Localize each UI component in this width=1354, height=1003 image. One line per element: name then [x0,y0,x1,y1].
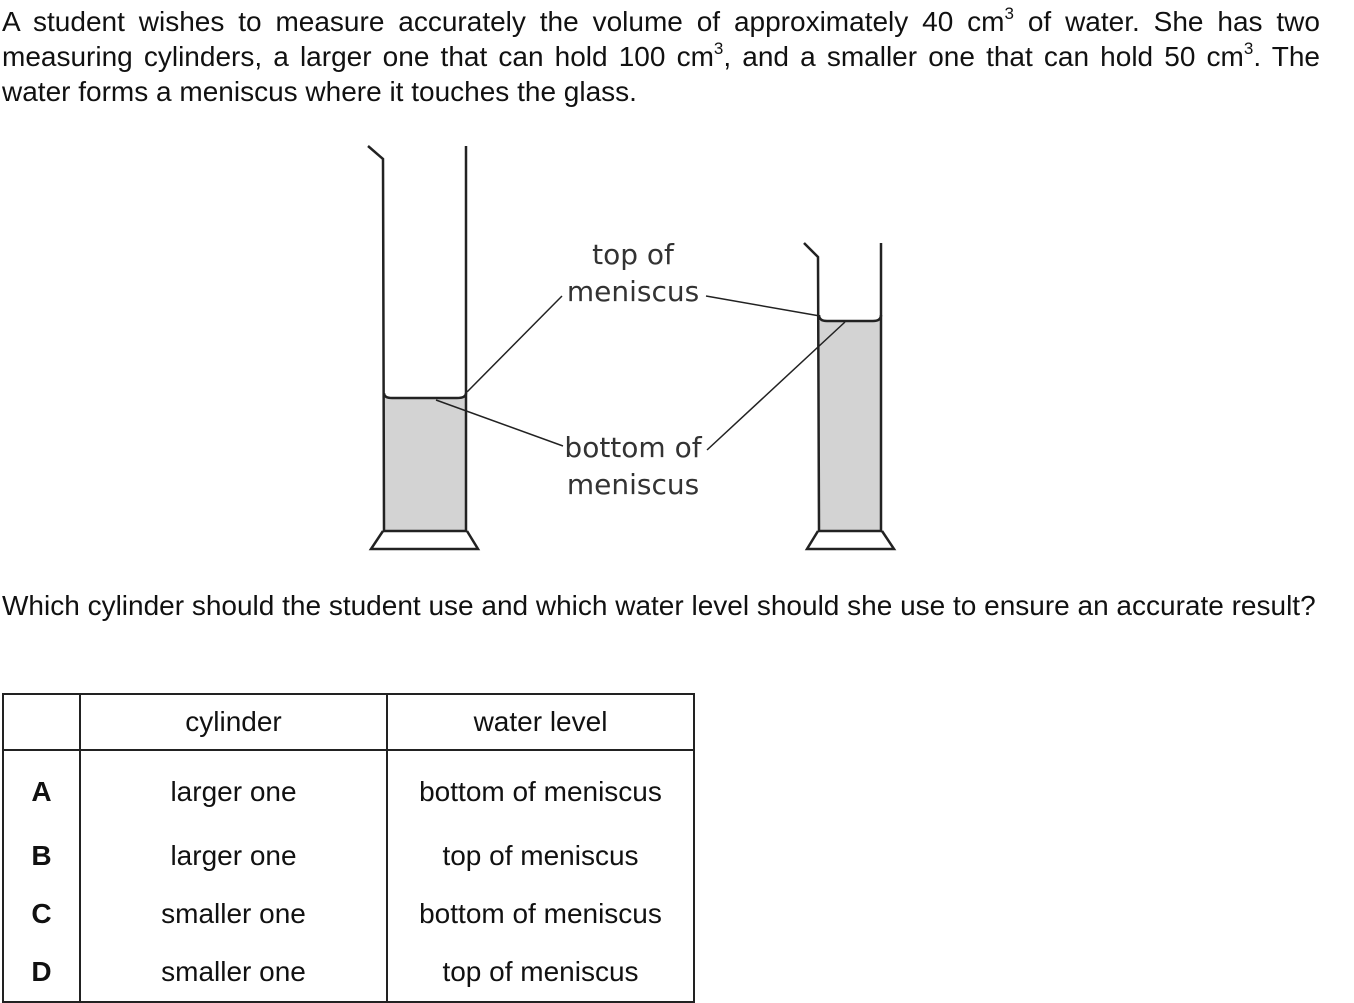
option-cylinder: larger one [79,750,388,827]
larger-cylinder-meniscus [382,392,468,400]
intro-text-3: , and a smaller one that can hold 50 cm [723,41,1244,72]
label-top-of-meniscus-line2: meniscus [567,275,699,308]
smaller-cylinder-meniscus [817,314,883,323]
answer-table: cylinder water level A larger one bottom… [2,693,695,1003]
table-row[interactable]: C smaller one bottom of meniscus [2,885,695,943]
leader-lines [435,295,846,451]
larger-cylinder [367,145,481,551]
smaller-cylinder-water [819,321,881,531]
label-top-of-meniscus-line1: top of [592,238,675,271]
question-text: Which cylinder should the student use an… [2,590,1316,621]
smaller-cylinder-base [804,530,897,551]
larger-cylinder-wall-left [367,145,386,532]
superscript-3: 3 [1004,3,1014,23]
option-letter[interactable]: C [2,885,81,943]
intro-text-4: . The water forms a meniscus where it to… [2,41,1320,107]
larger-cylinder-base [368,530,481,551]
intro-text-1: A student wishes to measure accurately t… [2,6,1005,37]
leader-bottom-to-larger [435,399,564,447]
table-row[interactable]: B larger one top of meniscus [2,827,695,885]
label-bottom-of-meniscus-line1: bottom of [564,431,702,464]
smaller-cylinder-wall-left [803,242,821,532]
intro-text-2: of water. She has two measuring cylinder… [2,6,1320,72]
option-letter[interactable]: A [2,750,81,827]
meniscus-diagram: top of meniscus bottom of meniscus [367,145,897,551]
option-water-level: top of meniscus [386,827,695,885]
option-letter[interactable]: D [2,943,81,1003]
table-row[interactable]: A larger one bottom of meniscus [2,750,695,827]
header-water-level: water level [386,693,695,751]
superscript-3: 3 [713,38,724,58]
option-water-level: bottom of meniscus [386,750,695,827]
option-cylinder: larger one [79,827,388,885]
larger-cylinder-water [384,398,466,531]
superscript-3: 3 [1243,38,1254,58]
option-cylinder: smaller one [79,885,388,943]
option-cylinder: smaller one [79,943,388,1003]
leader-top-to-smaller [705,295,821,317]
option-letter[interactable]: B [2,827,81,885]
table-row[interactable]: D smaller one top of meniscus [2,943,695,1003]
smaller-cylinder [803,242,897,551]
header-blank-cell [2,693,81,751]
option-water-level: bottom of meniscus [386,885,695,943]
label-bottom-of-meniscus-line2: meniscus [567,468,699,501]
intro-paragraph: A student wishes to measure accurately t… [2,4,1320,109]
leader-bottom-to-smaller [706,321,846,451]
header-cylinder: cylinder [79,693,388,751]
option-water-level: top of meniscus [386,943,695,1003]
leader-top-to-larger [466,295,563,393]
table-header-row: cylinder water level [2,693,695,751]
